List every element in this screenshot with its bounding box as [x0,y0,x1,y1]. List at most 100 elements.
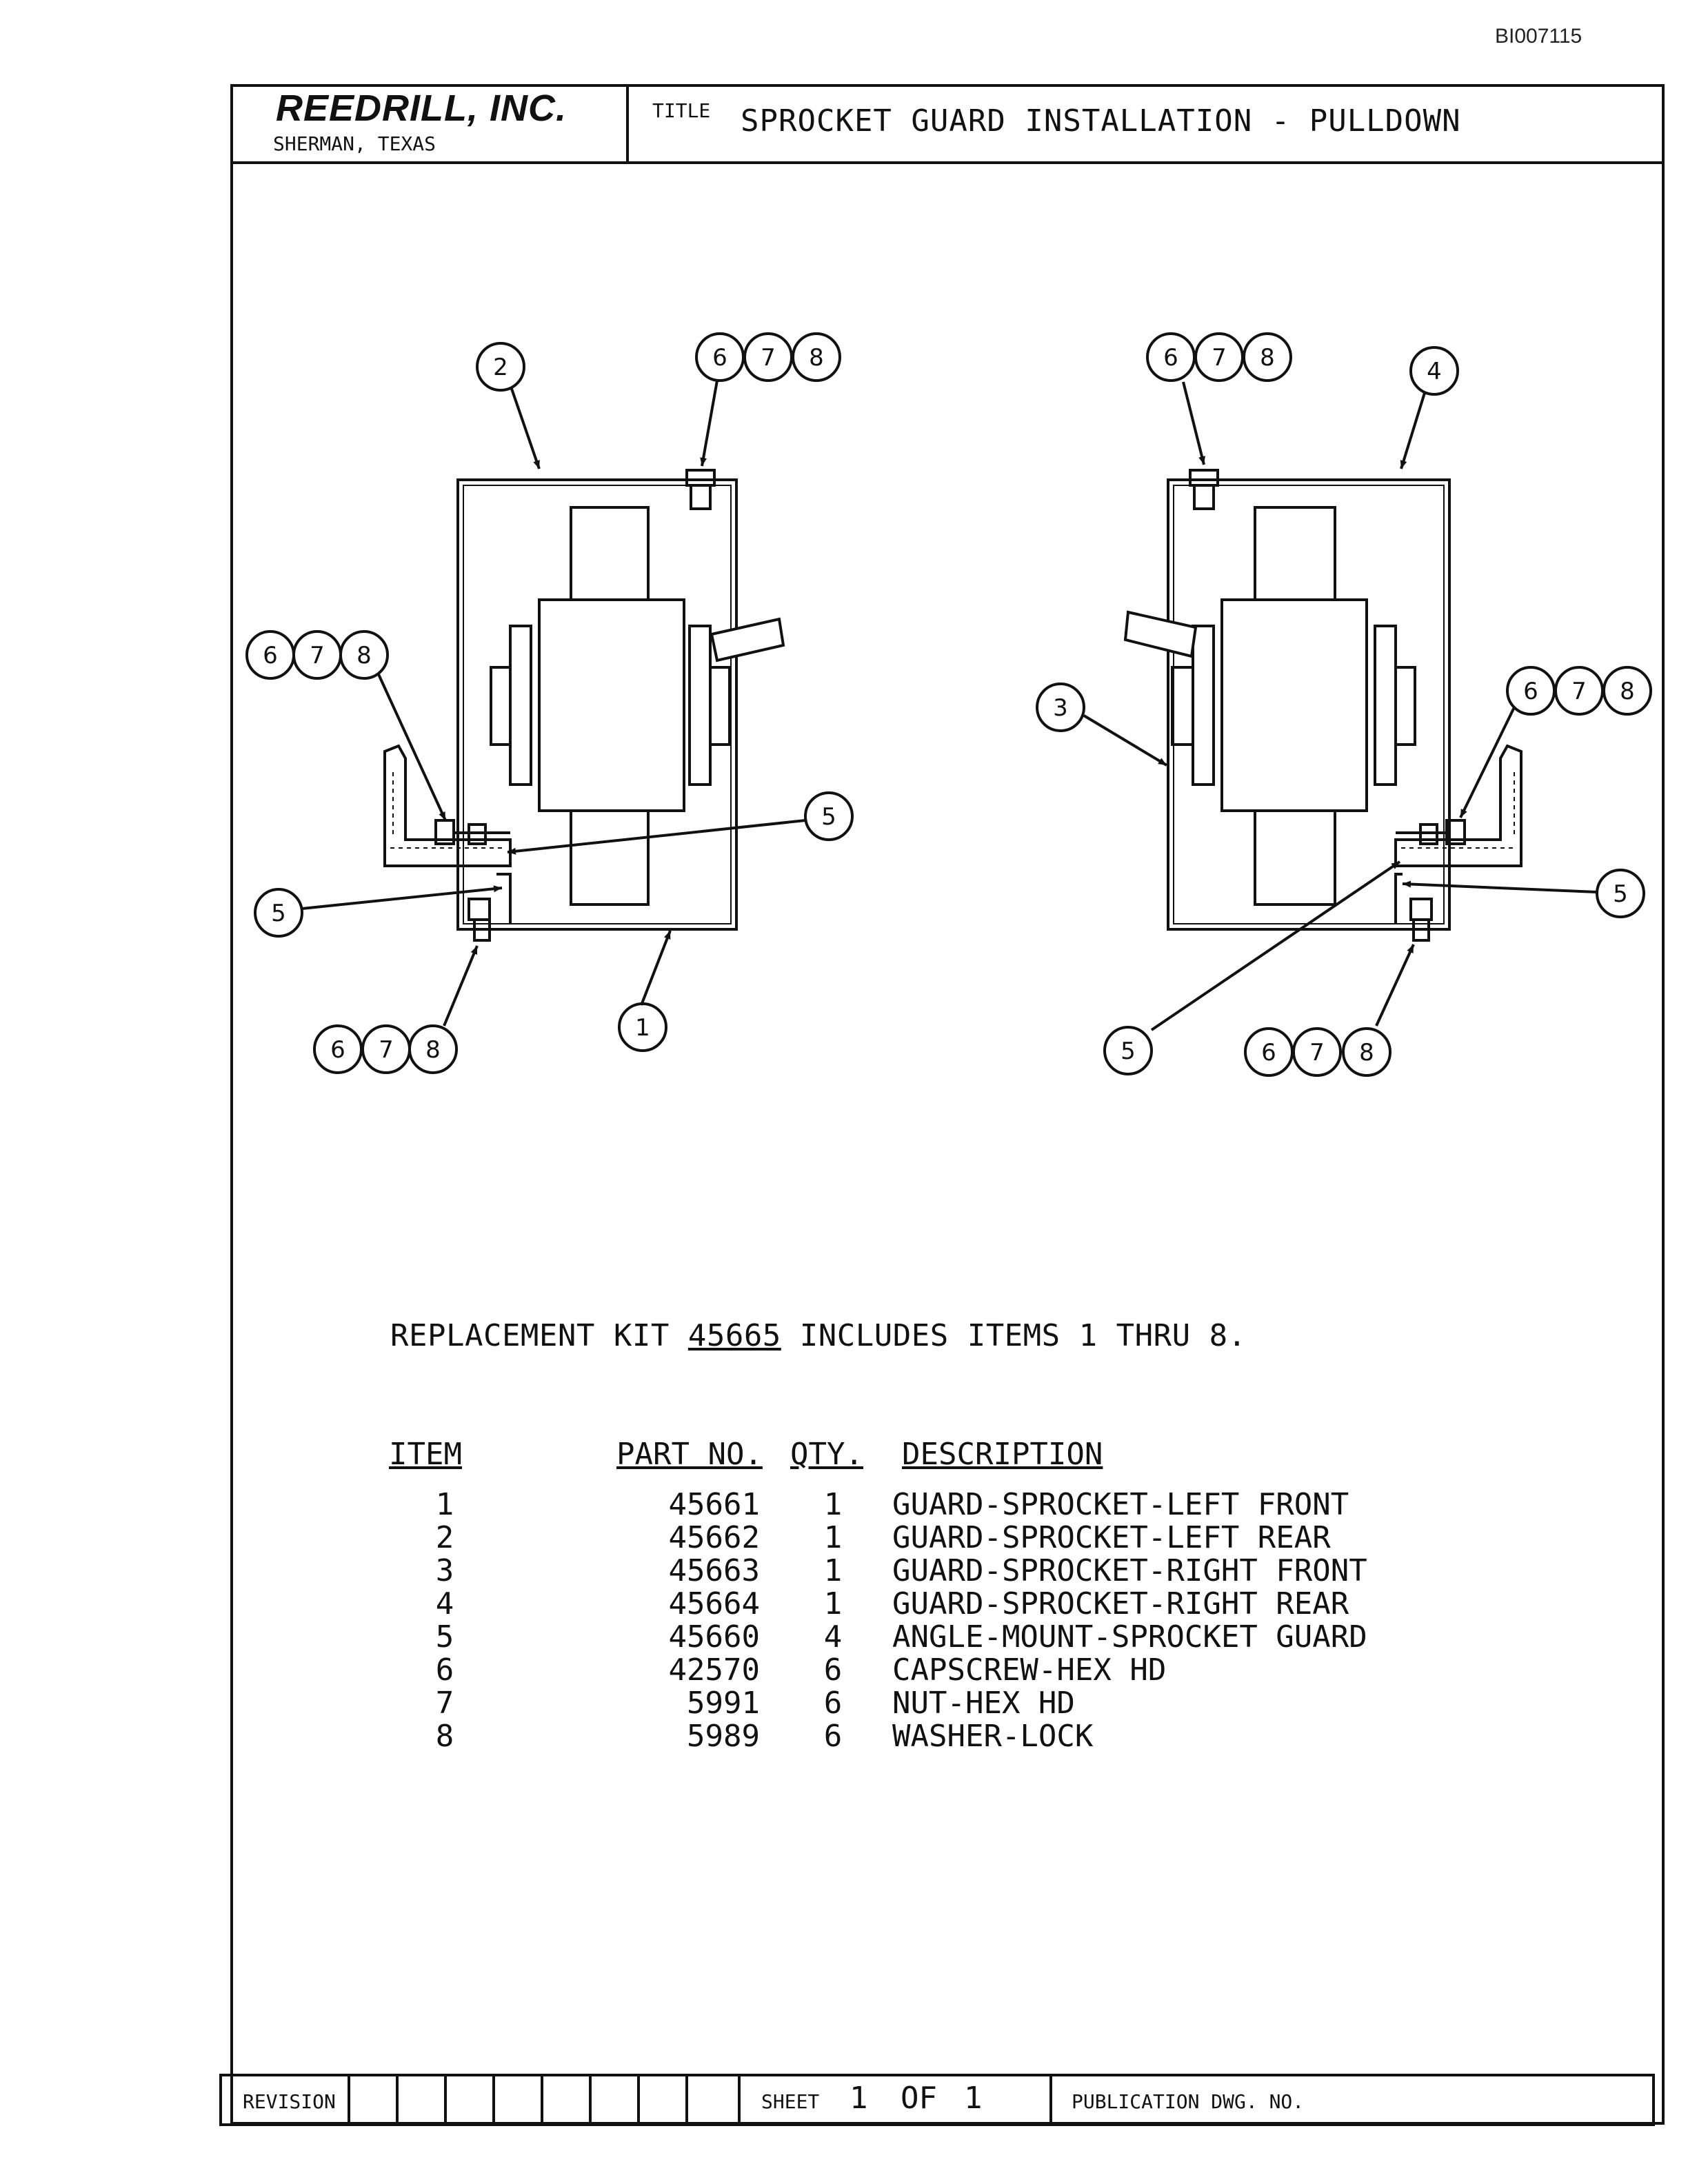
svg-text:8: 8 [1260,344,1275,372]
callout-4 [1409,346,1459,396]
item-number: 2 [435,1520,454,1555]
revision-cell [348,2076,396,2123]
table-row: 6 42570 6 CAPSCREW-HEX HD [386,1654,1367,1687]
item-number: 7 [435,1686,454,1721]
svg-text:7: 7 [1212,344,1227,372]
left-lower-bolt [468,898,491,921]
document-id: BI007115 [1495,25,1582,48]
item-number: 8 [435,1719,454,1754]
quantity: 6 [823,1719,843,1754]
title-block: REEDRILL, INC. SHERMAN, TEXAS TITLE SPRO… [230,84,1665,164]
company-location: SHERMAN, TEXAS [273,132,436,155]
callout-labels: 2 6 7 8 6 7 8 5 5 6 7 8 1 6 7 8 4 3 6 7 … [263,344,1635,1066]
item-number: 1 [435,1487,454,1522]
left-angle-mount [383,744,512,867]
revision-cell [685,2076,738,2123]
svg-text:6: 6 [1523,678,1538,705]
sheet-of-label: OF [901,2081,937,2116]
callout-5-right-upper [1596,869,1645,918]
part-number: 42570 [668,1652,760,1688]
right-sprocket-guard-view [1083,381,1598,1031]
svg-text:5: 5 [1613,880,1628,908]
part-number: 45661 [668,1487,760,1522]
right-key-tab [1123,610,1198,658]
description: NUT-HEX HD [892,1686,1075,1721]
right-sprocket-boss-inner [1171,666,1194,746]
left-top-bolt [685,469,716,487]
description: GUARD-SPROCKET-RIGHT REAR [892,1586,1349,1621]
part-number: 45663 [668,1553,760,1588]
quantity: 4 [823,1619,843,1655]
drawing-title: SPROCKET GUARD INSTALLATION - PULLDOWN [741,103,1461,139]
callout-678-bottom-left [408,1024,458,1074]
sheet-total: 1 [964,2081,983,2116]
svg-text:8: 8 [809,344,824,372]
left-sprocket-guard-view [301,380,806,1027]
sheet-number: 1 [850,2081,868,2116]
callout-5-left-upper [804,791,854,841]
quantity: 6 [823,1686,843,1721]
table-row: 5 45660 4 ANGLE-MOUNT-SPROCKET GUARD [386,1621,1367,1654]
svg-text:6: 6 [1163,344,1178,372]
right-sprocket-hub [1220,598,1368,812]
kit-number: 45665 [687,1318,781,1353]
svg-text:7: 7 [761,344,776,372]
part-number: 5989 [687,1719,760,1754]
svg-text:8: 8 [356,642,372,669]
sheet-cell [738,2076,1049,2123]
description: GUARD-SPROCKET-RIGHT FRONT [892,1553,1367,1588]
svg-text:7: 7 [310,642,325,669]
title-label: TITLE [652,99,711,122]
left-guard-outline [456,478,738,931]
replacement-kit-note: REPLACEMENT KIT 45665 INCLUDES ITEMS 1 T… [390,1318,1247,1353]
description: WASHER-LOCK [892,1719,1094,1754]
company-box: REEDRILL, INC. SHERMAN, TEXAS [230,84,629,161]
callout-678-mid-right [1602,666,1652,716]
left-key-tab [710,617,785,663]
callout-678-top-left [792,332,841,382]
header-qty: QTY. [790,1437,863,1472]
quantity: 6 [823,1652,843,1688]
parts-list-table: ITEM PART NO. QTY. DESCRIPTION 1 45661 1… [386,1437,1367,1753]
callout-678-bottom-right [1342,1027,1391,1077]
publication-cell [1049,2076,1655,2123]
right-top-bolt [1189,469,1219,487]
svg-text:8: 8 [1620,678,1635,705]
part-number: 45660 [668,1619,760,1655]
header-item: ITEM [389,1437,462,1472]
svg-text:2: 2 [493,354,508,381]
left-sprocket-plate-inner [688,625,712,786]
callout-678-mid-left [339,630,389,680]
left-sprocket-boss-outer [490,666,512,746]
callout-1 [618,1002,667,1052]
revision-cell [396,2076,444,2123]
quantity: 1 [823,1586,843,1621]
callout-3 [1036,682,1085,732]
svg-text:6: 6 [712,344,727,372]
right-sprocket-plate-outer [1374,625,1397,786]
svg-text:6: 6 [263,642,278,669]
svg-text:7: 7 [1571,678,1587,705]
revision-cell [492,2076,541,2123]
svg-text:5: 5 [271,900,286,927]
revision-cell [589,2076,637,2123]
svg-text:5: 5 [1121,1038,1136,1065]
company-name: REEDRILL, INC. [276,88,567,129]
left-sprocket-plate-outer [509,625,532,786]
table-row: 2 45662 1 GUARD-SPROCKET-LEFT REAR [386,1521,1367,1555]
callout-678-top-right [1243,332,1292,382]
parts-table-header: ITEM PART NO. QTY. DESCRIPTION [386,1437,1367,1488]
right-sprocket-boss-outer [1394,666,1416,746]
description: CAPSCREW-HEX HD [892,1652,1167,1688]
description: ANGLE-MOUNT-SPROCKET GUARD [892,1619,1367,1655]
item-number: 3 [435,1553,454,1588]
description: GUARD-SPROCKET-LEFT REAR [892,1520,1331,1555]
table-row: 3 45663 1 GUARD-SPROCKET-RIGHT FRONT [386,1555,1367,1588]
svg-text:8: 8 [1359,1039,1374,1066]
revision-label: REVISION [243,2090,336,2113]
svg-text:7: 7 [379,1036,394,1064]
item-number: 4 [435,1586,454,1621]
svg-text:5: 5 [821,803,836,831]
svg-text:8: 8 [425,1036,441,1064]
